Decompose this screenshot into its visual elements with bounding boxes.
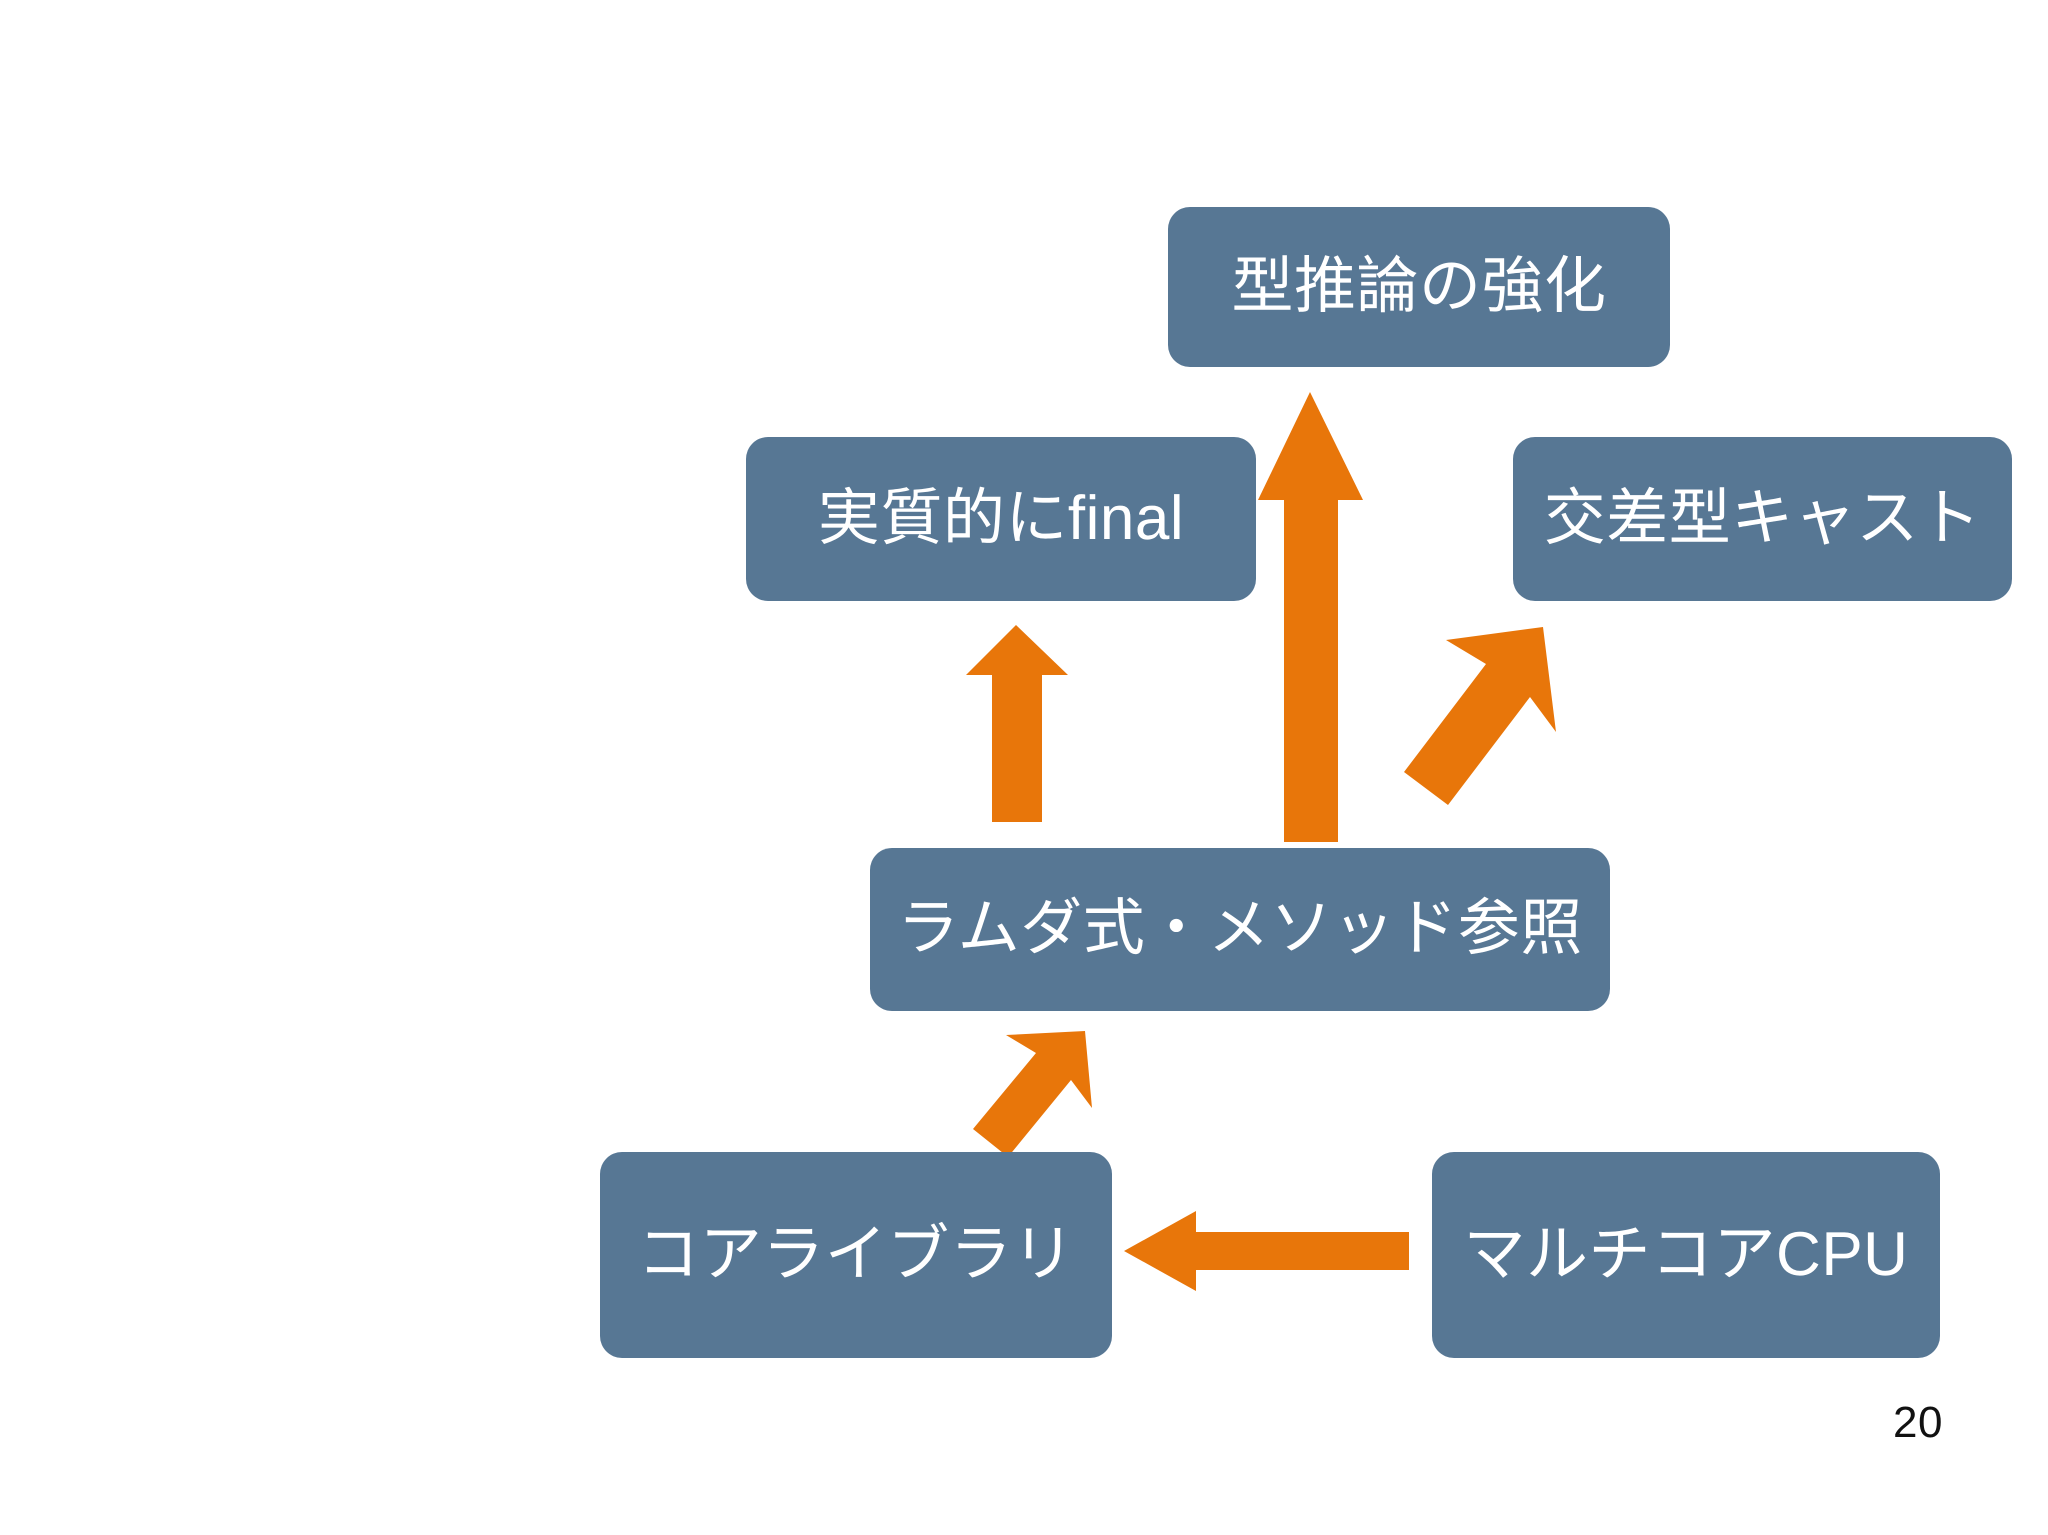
node-label: コアライブラリ [637, 1219, 1075, 1289]
node-effectively-final[interactable]: 実質的にfinal [746, 437, 1256, 601]
node-label: ラムダ式・メソッド参照 [897, 894, 1583, 964]
node-label: 型推論の強化 [1231, 251, 1607, 321]
arrow-lambda-to-effectively-final [966, 625, 1068, 822]
node-type-inference[interactable]: 型推論の強化 [1168, 207, 1670, 367]
arrow-lambda-to-intersection-cast [1404, 627, 1556, 805]
node-intersection-cast[interactable]: 交差型キャスト [1513, 437, 2012, 601]
node-label: 実質的にfinal [817, 483, 1185, 553]
arrow-core-library-to-lambda [973, 1031, 1092, 1157]
node-label: マルチコアCPU [1463, 1219, 1909, 1289]
node-multicore-cpu[interactable]: マルチコアCPU [1432, 1152, 1940, 1358]
page-number: 20 [1893, 1398, 1943, 1447]
arrow-multicore-cpu-to-core-library [1124, 1211, 1409, 1291]
arrow-lambda-to-type-inference [1258, 392, 1363, 842]
node-lambda-method-ref[interactable]: ラムダ式・メソッド参照 [870, 848, 1610, 1011]
node-core-library[interactable]: コアライブラリ [600, 1152, 1112, 1358]
node-label: 交差型キャスト [1543, 483, 1982, 553]
